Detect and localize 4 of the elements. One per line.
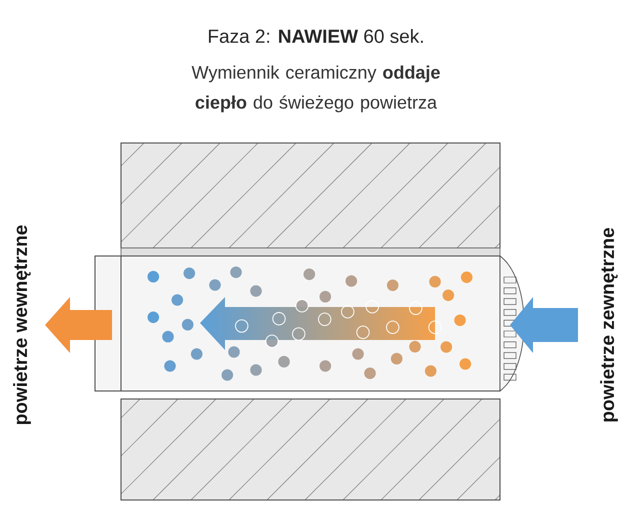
side-label: powietrze wewnętrzne	[13, 225, 31, 424]
title: Faza 2: NAWIEW 60 sek.	[208, 29, 423, 43]
side-label: powietrze zewnętrzne	[600, 228, 618, 422]
subtitle: Wymiennik ceramiczny oddaje ciepło do świeżego powietrza	[192, 66, 440, 112]
